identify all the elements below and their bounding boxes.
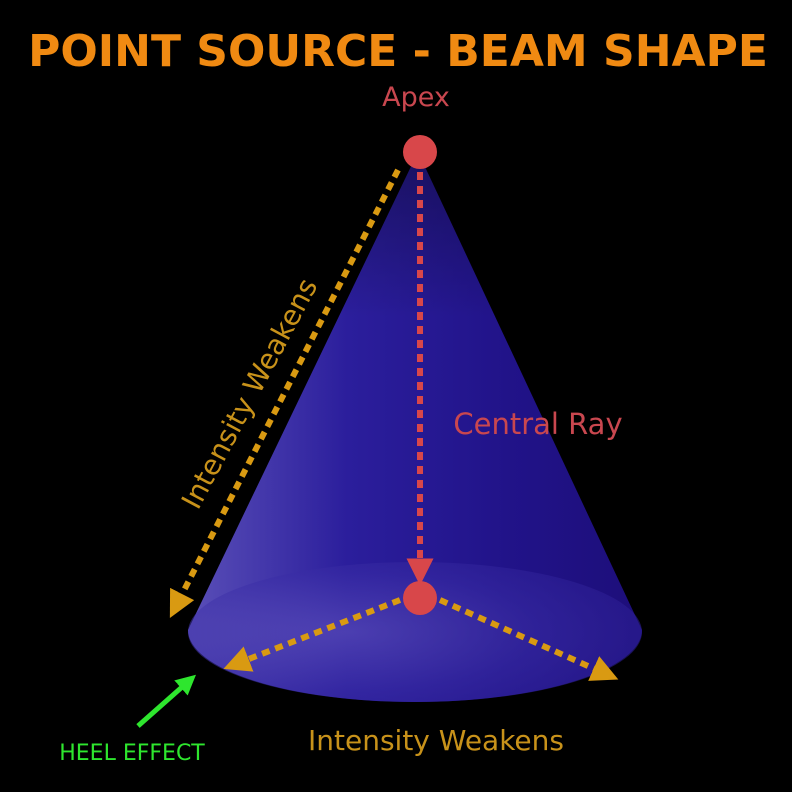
page-title: POINT SOURCE - BEAM SHAPE (28, 26, 768, 77)
base-intensity-arrow-left (223, 597, 402, 672)
heel-effect-arrow (136, 674, 196, 728)
side-intensity-arrow (169, 168, 401, 619)
apex-dot (403, 135, 437, 169)
base-intensity-label: Intensity Weakens (308, 724, 564, 757)
cone-base (188, 562, 642, 702)
heel-effect-label: HEEL EFFECT (59, 741, 205, 766)
base-intensity-arrow-right (438, 597, 619, 681)
cone-shading (188, 152, 642, 702)
apex-label: Apex (382, 82, 450, 113)
central-ray-label: Central Ray (453, 407, 622, 441)
base-center-dot (403, 581, 437, 615)
beam-cone (188, 152, 642, 702)
